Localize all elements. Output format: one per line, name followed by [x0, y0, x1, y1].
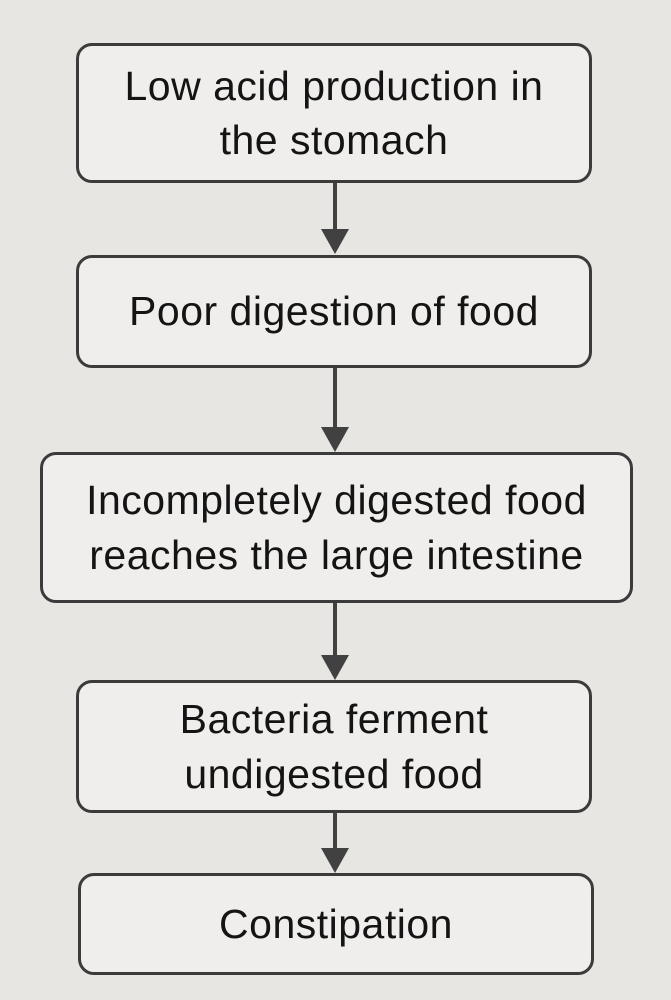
flow-node-label: Incompletely digested food reaches the l… — [86, 477, 587, 578]
flow-node-bacteria-ferment: Bacteria ferment undigested food — [76, 680, 592, 813]
arrow-line — [333, 368, 337, 427]
flow-node-constipation: Constipation — [78, 873, 594, 975]
flow-node-reaches-intestine: Incompletely digested food reaches the l… — [40, 452, 633, 603]
arrow-line — [333, 812, 337, 848]
arrow-line — [333, 603, 337, 655]
arrow-down-icon — [321, 427, 349, 452]
flow-node-poor-digestion: Poor digestion of food — [76, 255, 592, 368]
arrow-line — [333, 183, 337, 229]
flow-node-label: Low acid production in the stomach — [124, 62, 544, 163]
connector-bacteria-ferment-to-constipation — [321, 812, 349, 873]
arrow-down-icon — [321, 655, 349, 680]
connector-low-acid-to-poor-digestion — [321, 183, 349, 254]
flow-node-label: Bacteria ferment undigested food — [179, 696, 489, 797]
arrow-down-icon — [321, 229, 349, 254]
flow-node-label: Constipation — [219, 900, 453, 947]
flow-node-label: Poor digestion of food — [129, 288, 539, 335]
connector-reaches-intestine-to-bacteria-ferment — [321, 603, 349, 680]
arrow-down-icon — [321, 848, 349, 873]
flow-node-low-acid: Low acid production in the stomach — [76, 43, 592, 183]
connector-poor-digestion-to-reaches-intestine — [321, 368, 349, 452]
